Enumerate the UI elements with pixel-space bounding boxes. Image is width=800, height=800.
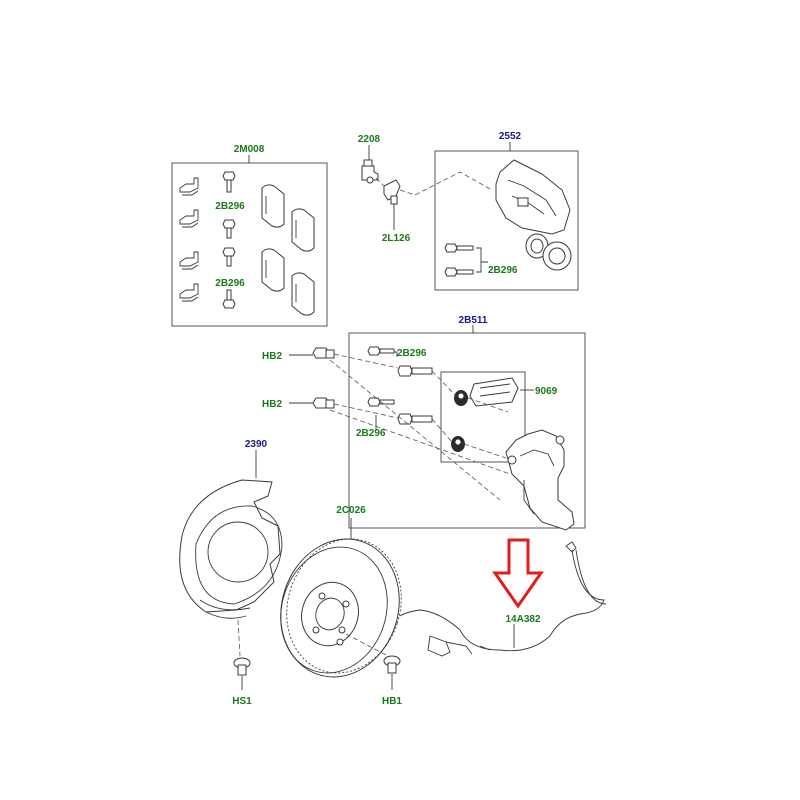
label-guide-pin-bolts: 2B296 (356, 428, 386, 439)
label-boot-kit: 9069 (535, 386, 558, 397)
label-disc: 2C026 (336, 505, 366, 516)
boot-kit-box (440, 371, 526, 463)
caliper-bolts (444, 243, 474, 277)
carrier-kit-box (348, 332, 586, 529)
bleed-screw (361, 159, 379, 184)
label-pad-kit: 2M008 (234, 144, 265, 155)
guide-pin-bolts (367, 346, 433, 425)
caliper-carrier (505, 429, 575, 531)
label-caliper-bolts: 2B296 (488, 265, 518, 276)
brake-pads (261, 184, 315, 316)
label-hose-clip: 2L126 (382, 233, 411, 244)
dust-shield (179, 479, 283, 619)
label-shield-screw: HS1 (232, 696, 252, 707)
label-carrier-bolts: 2B296 (397, 348, 427, 359)
label-pad-bolt-upper: 2B296 (215, 201, 245, 212)
pad-bolts (222, 171, 236, 309)
caliper-box (434, 150, 579, 291)
hub-bolts (312, 347, 335, 409)
label-caliper: 2552 (499, 131, 522, 142)
anti-rattle-clips (179, 177, 199, 302)
anti-rattle-pad (469, 377, 519, 407)
label-bleed-screw: 2208 (358, 134, 381, 145)
hose-clip (383, 179, 401, 230)
wear-sensor-cable (399, 541, 607, 657)
disc-screw (345, 633, 401, 690)
label-carrier-kit: 2B511 (459, 315, 488, 326)
caliper-body (495, 159, 571, 235)
piston-seals (525, 233, 572, 271)
pad-kit-box (171, 162, 328, 327)
label-hub-bolt-lower: HB2 (262, 399, 282, 410)
label-wear-sensor: 14A382 (505, 614, 540, 625)
shield-screw (233, 619, 251, 690)
guide-boots (451, 390, 468, 452)
label-dust-shield: 2390 (245, 439, 268, 450)
highlight-arrow-icon (492, 538, 544, 609)
brake-disc (280, 538, 402, 678)
label-hub-bolt-upper: HB2 (262, 351, 282, 362)
label-pad-bolt-lower: 2B296 (215, 278, 245, 289)
label-disc-screw: HB1 (382, 696, 402, 707)
